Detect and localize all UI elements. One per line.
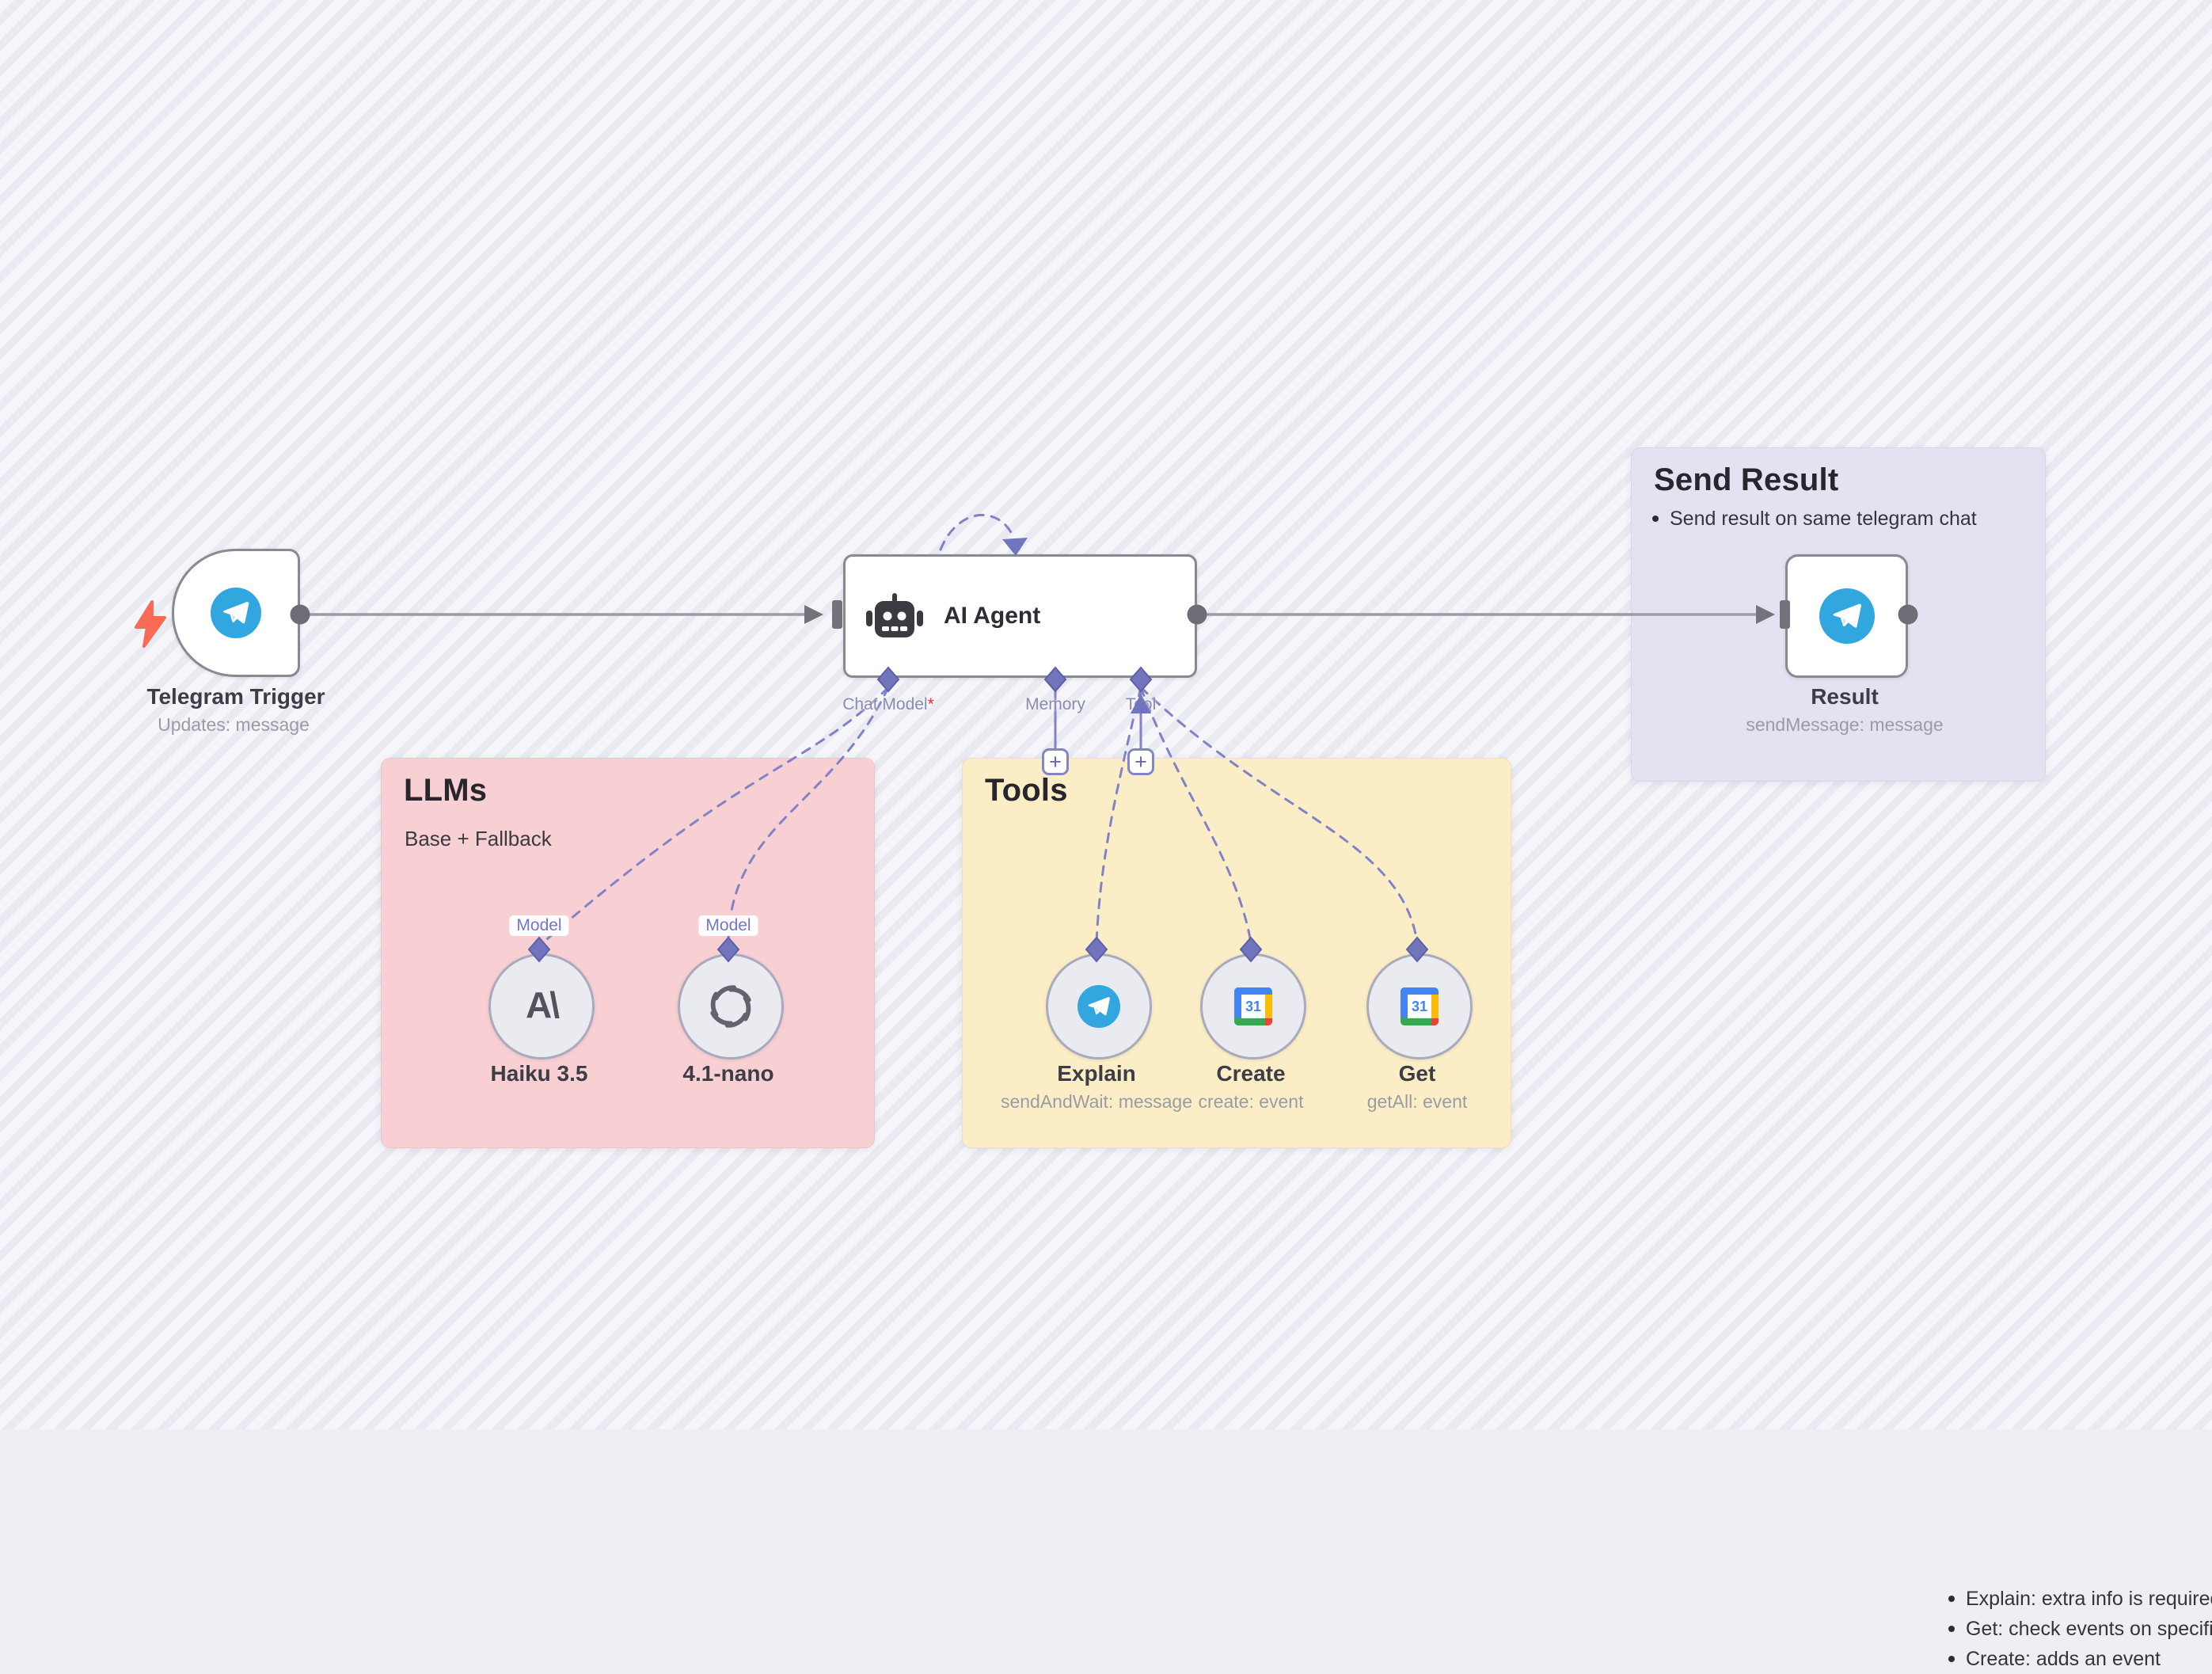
tools-bullet: Explain: extra info is required — [1948, 1584, 2212, 1614]
port-label-chat-model-text: Chat Model — [842, 695, 928, 713]
node-label-create: Create — [1216, 1061, 1286, 1086]
node-label-ai-agent: AI Agent — [944, 603, 1041, 629]
node-label-result: Result — [1811, 684, 1879, 709]
group-box-llms[interactable]: LLMs Base + Fallback — [381, 758, 875, 1148]
send-result-bullet-list: Send result on same telegram chat — [1652, 504, 1977, 534]
group-title-send-result: Send Result — [1654, 462, 1839, 497]
google-calendar-icon: 31 — [1401, 987, 1439, 1025]
add-memory-button[interactable]: + — [1042, 748, 1069, 775]
node-subtitle-telegram-trigger: Updates: message — [158, 714, 310, 735]
send-result-bullet: Send result on same telegram chat — [1652, 504, 1977, 534]
node-telegram-trigger[interactable] — [172, 549, 300, 677]
anthropic-logo-icon: A\ — [526, 984, 560, 1025]
node-label-haiku: Haiku 3.5 — [490, 1061, 588, 1086]
google-calendar-icon: 31 — [1234, 987, 1272, 1025]
group-title-llms: LLMs — [404, 773, 488, 808]
node-subtitle-result: sendMessage: message — [1746, 714, 1944, 735]
node-ai-agent[interactable]: AI Agent — [843, 554, 1197, 678]
port-label-tool: Tool — [1125, 695, 1157, 713]
telegram-icon — [211, 588, 261, 638]
port-label-memory: Memory — [1025, 695, 1085, 713]
node-subtitle-get: getAll: event — [1366, 1091, 1468, 1112]
calendar-day-label: 31 — [1245, 998, 1262, 1014]
telegram-icon — [1819, 588, 1875, 644]
add-tool-button[interactable]: + — [1127, 748, 1154, 775]
openai-logo-icon — [710, 985, 751, 1028]
input-port-agent[interactable] — [832, 600, 842, 629]
group-title-tools: Tools — [985, 773, 1068, 808]
port-label-model-nano: Model — [698, 915, 758, 936]
node-create[interactable]: 31 — [1200, 953, 1306, 1060]
node-subtitle-explain: sendAndWait: message — [1000, 1091, 1193, 1112]
node-label-explain: Explain — [1057, 1061, 1136, 1086]
group-box-tools[interactable]: Tools Explain: extra info is required Ge… — [962, 758, 2212, 1670]
tools-bullet: Get: check events on specified period — [1948, 1614, 2212, 1644]
telegram-icon — [1077, 985, 1120, 1028]
port-label-chat-model: Chat Model* — [842, 695, 934, 714]
arrowhead-self-loop — [1002, 538, 1028, 556]
node-subtitle-create: create: event — [1198, 1091, 1304, 1112]
port-label-model-haiku: Model — [509, 915, 569, 936]
node-get[interactable]: 31 — [1366, 953, 1473, 1060]
arrowhead-into-agent — [804, 605, 823, 624]
node-result[interactable] — [1785, 554, 1908, 678]
node-nano[interactable] — [678, 953, 784, 1060]
calendar-day-label: 31 — [1411, 998, 1428, 1014]
tools-bullet-list: Explain: extra info is required Get: che… — [1948, 1584, 2212, 1674]
node-label-nano: 4.1-nano — [682, 1061, 774, 1086]
lightning-bolt-icon — [135, 600, 166, 648]
required-asterisk: * — [927, 695, 934, 713]
robot-icon — [866, 593, 923, 637]
group-subtitle-llms: Base + Fallback — [405, 827, 552, 850]
node-haiku[interactable]: A\ — [488, 953, 595, 1060]
node-label-get: Get — [1398, 1061, 1436, 1086]
node-explain[interactable] — [1046, 953, 1152, 1060]
node-label-telegram-trigger: Telegram Trigger — [146, 684, 325, 709]
tools-bullet: Create: adds an event — [1948, 1644, 2212, 1674]
wire-agent-self-loop[interactable] — [939, 513, 1015, 551]
